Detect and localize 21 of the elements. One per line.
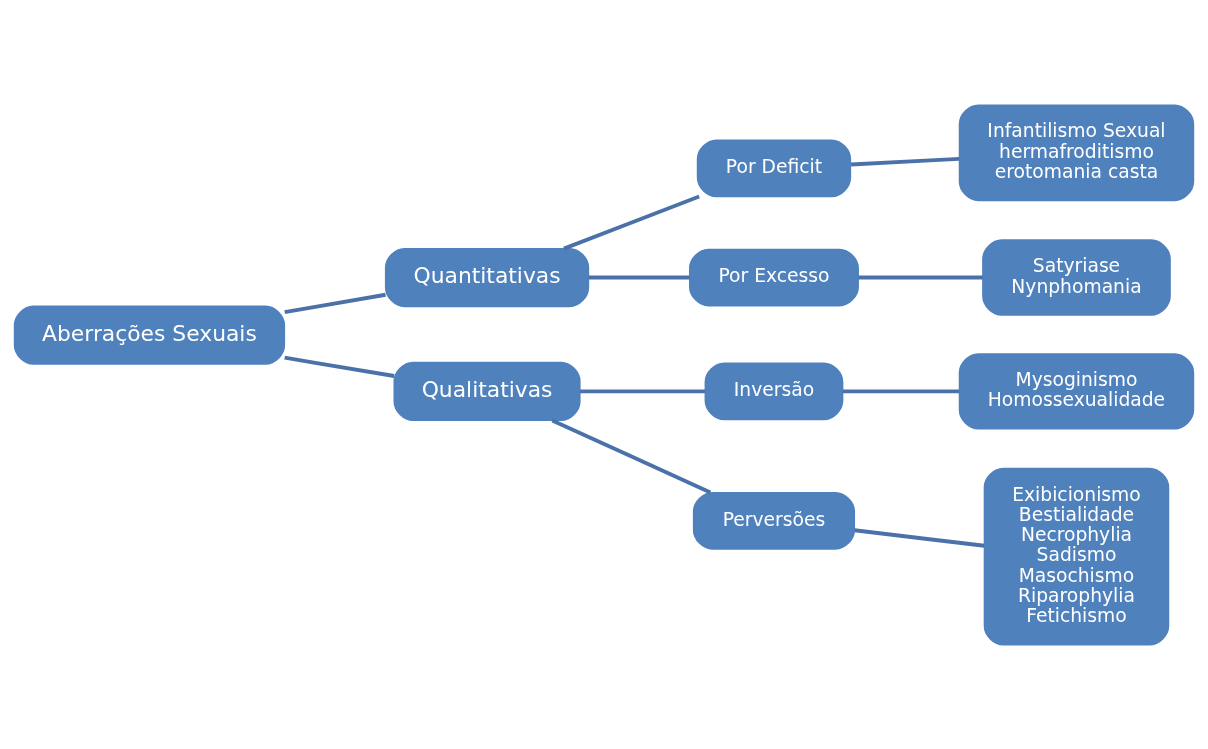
node-box: Satyriase Nynphomania: [982, 238, 1171, 316]
node-box: Qualitativas: [393, 361, 581, 421]
node-box: Inversão: [704, 362, 844, 420]
node-box: Perversões: [692, 491, 856, 550]
node-box: Mysoginismo Homossexualidade: [958, 352, 1195, 430]
node-box: Quantitativas: [384, 247, 590, 307]
connector: [284, 355, 395, 378]
connector: [579, 388, 706, 393]
connector: [858, 275, 983, 279]
connector: [563, 194, 700, 250]
node-box: Exibicionismo Bestialidade Necrophylia Sadismo Masochismo Riparophylia Fetichismo: [983, 467, 1170, 646]
node-box: Por Deficit: [696, 139, 852, 197]
connector: [284, 292, 386, 314]
connector: [588, 275, 690, 279]
connector: [842, 388, 960, 393]
connector: [854, 527, 985, 548]
node-box: Infantilismo Sexual hermafroditismo erotomania casta: [958, 103, 1195, 201]
node-box: Aberrações Sexuais: [13, 305, 286, 365]
connector: [551, 418, 712, 494]
node-box: Por Excesso: [689, 248, 859, 306]
connector: [850, 156, 960, 166]
